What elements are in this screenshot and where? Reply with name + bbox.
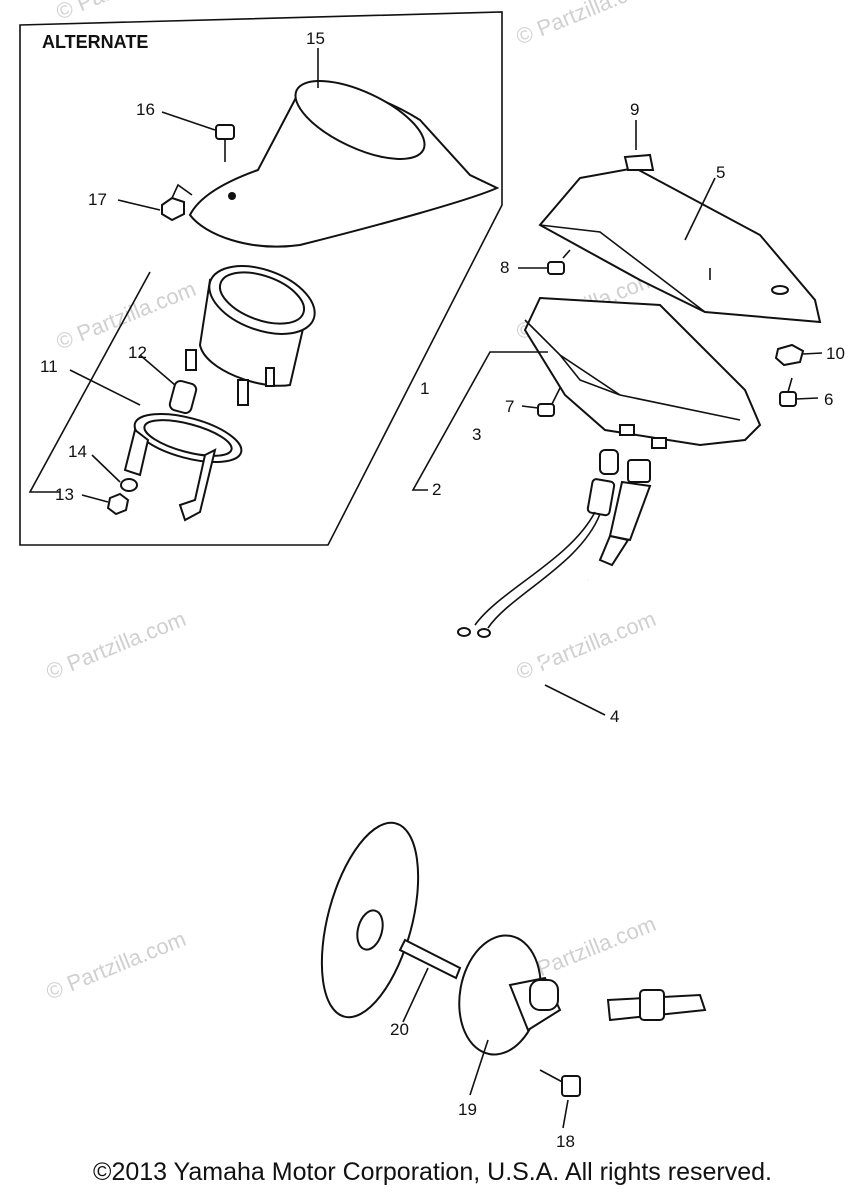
bulb-socket-12 bbox=[168, 380, 198, 414]
group-bracket-main bbox=[411, 351, 548, 491]
watermark-5: © Partzilla.com bbox=[43, 926, 190, 1005]
callout-14: 14 bbox=[68, 442, 87, 461]
callout-11: 11 bbox=[40, 357, 58, 376]
meter-assembly-main bbox=[523, 296, 762, 449]
callout-8: 8 bbox=[500, 258, 509, 277]
meter-cowl-alternate bbox=[188, 80, 500, 248]
speedometer-cable-4 bbox=[492, 579, 815, 1022]
callout-12: 12 bbox=[128, 343, 147, 362]
callout-4: 4 bbox=[610, 707, 619, 726]
grommet-9 bbox=[623, 153, 655, 171]
copyright-notice: ©2013 Yamaha Motor Corporation, U.S.A. A… bbox=[93, 1158, 772, 1186]
alternate-label: ALTERNATE bbox=[42, 32, 148, 52]
cable-connector-top bbox=[598, 459, 652, 567]
leader-lines bbox=[69, 48, 823, 1129]
washer-14 bbox=[120, 478, 138, 492]
callout-5: 5 bbox=[716, 163, 725, 182]
rotor-disc bbox=[320, 821, 420, 1019]
callout-9: 9 bbox=[630, 100, 639, 119]
meter-alternate bbox=[185, 265, 316, 406]
callout-10: 10 bbox=[826, 344, 845, 363]
callout-19: 19 bbox=[458, 1100, 477, 1119]
callout-3: 3 bbox=[472, 425, 481, 444]
callouts: 15 16 17 12 11 14 13 9 5 8 10 1 7 6 3 2 … bbox=[40, 29, 845, 1151]
watermark-3: © Partzilla.com bbox=[43, 606, 190, 685]
callout-7: 7 bbox=[505, 397, 514, 416]
group-bracket bbox=[28, 271, 151, 493]
screw-8 bbox=[547, 249, 571, 275]
callout-18: 18 bbox=[556, 1132, 575, 1151]
callout-2: 2 bbox=[432, 480, 441, 499]
grommet-10 bbox=[774, 343, 805, 367]
watermark-2: © Partzilla.com bbox=[513, 0, 660, 50]
bracket-11 bbox=[123, 413, 243, 522]
speedometer-gear-unit-19 bbox=[458, 934, 562, 1056]
callout-6: 6 bbox=[824, 390, 833, 409]
alternate-assembly-box: ALTERNATE bbox=[19, 11, 503, 546]
callout-16: 16 bbox=[136, 100, 155, 119]
screw-6 bbox=[779, 377, 797, 407]
bolt-16 bbox=[215, 124, 235, 162]
callout-15: 15 bbox=[306, 29, 325, 48]
callout-17: 17 bbox=[88, 190, 107, 209]
bolt-18 bbox=[539, 1069, 581, 1097]
wire-harness bbox=[457, 449, 619, 638]
meter-cover-5 bbox=[538, 166, 822, 324]
callout-13: 13 bbox=[55, 485, 74, 504]
callout-20: 20 bbox=[390, 1020, 409, 1039]
nut-17 bbox=[161, 183, 193, 222]
callout-1: 1 bbox=[420, 379, 429, 398]
nut-13 bbox=[106, 492, 130, 516]
screw-7 bbox=[537, 387, 561, 417]
drive-pin-20 bbox=[398, 938, 462, 980]
